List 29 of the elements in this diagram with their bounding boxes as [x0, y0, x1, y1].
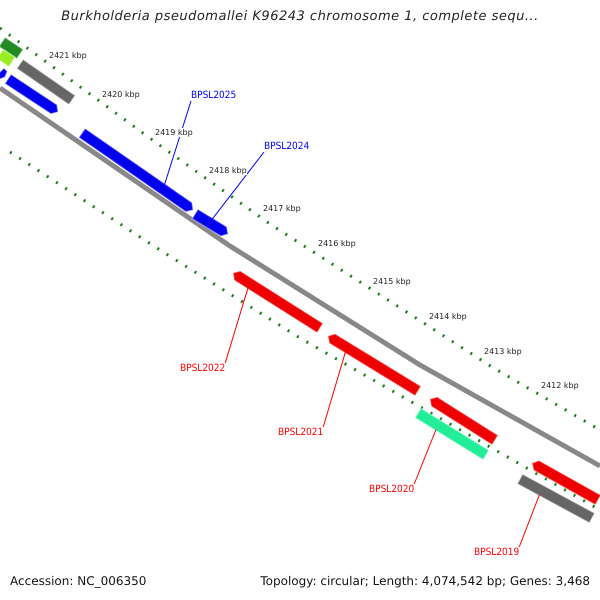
- leader-line: [414, 428, 437, 484]
- gene-feature: [412, 407, 492, 461]
- position-label: 2415 kbp: [373, 277, 411, 286]
- gene-label: BPSL2022: [180, 363, 226, 374]
- gene-feature: [0, 48, 18, 68]
- gene-feature: [14, 58, 78, 106]
- accession-text: Accession: NC_006350: [10, 574, 146, 588]
- position-label: 2413 kbp: [484, 347, 522, 356]
- gene-label: BPSL2021: [278, 427, 324, 438]
- leader-line: [164, 100, 192, 186]
- leader-line: [224, 287, 248, 364]
- position-label: 2414 kbp: [429, 312, 467, 321]
- position-label: 2420 kbp: [102, 90, 140, 99]
- position-label: 2421 kbp: [49, 51, 87, 60]
- position-label: 2417 kbp: [263, 204, 301, 213]
- position-label: 2416 kbp: [318, 239, 356, 248]
- leader-line: [518, 494, 540, 548]
- summary-text: Topology: circular; Length: 4,074,542 bp; Genes: 3,468: [260, 574, 590, 588]
- leader-line: [212, 152, 264, 220]
- gene-label: BPSL2024: [264, 141, 310, 152]
- gene-label: BPSL2020: [369, 484, 414, 495]
- position-label: 2412 kbp: [541, 381, 579, 390]
- position-label: 2419 kbp: [155, 128, 193, 137]
- title: Burkholderia pseudomallei K96243 chromosome 1, complete sequ...: [60, 9, 540, 24]
- position-label: 2418 kbp: [209, 166, 247, 175]
- gene-label: BPSL2025: [191, 90, 236, 101]
- leader-line: [322, 351, 346, 428]
- gene-feature: [0, 36, 26, 60]
- gene-label: BPSL2019: [474, 547, 520, 558]
